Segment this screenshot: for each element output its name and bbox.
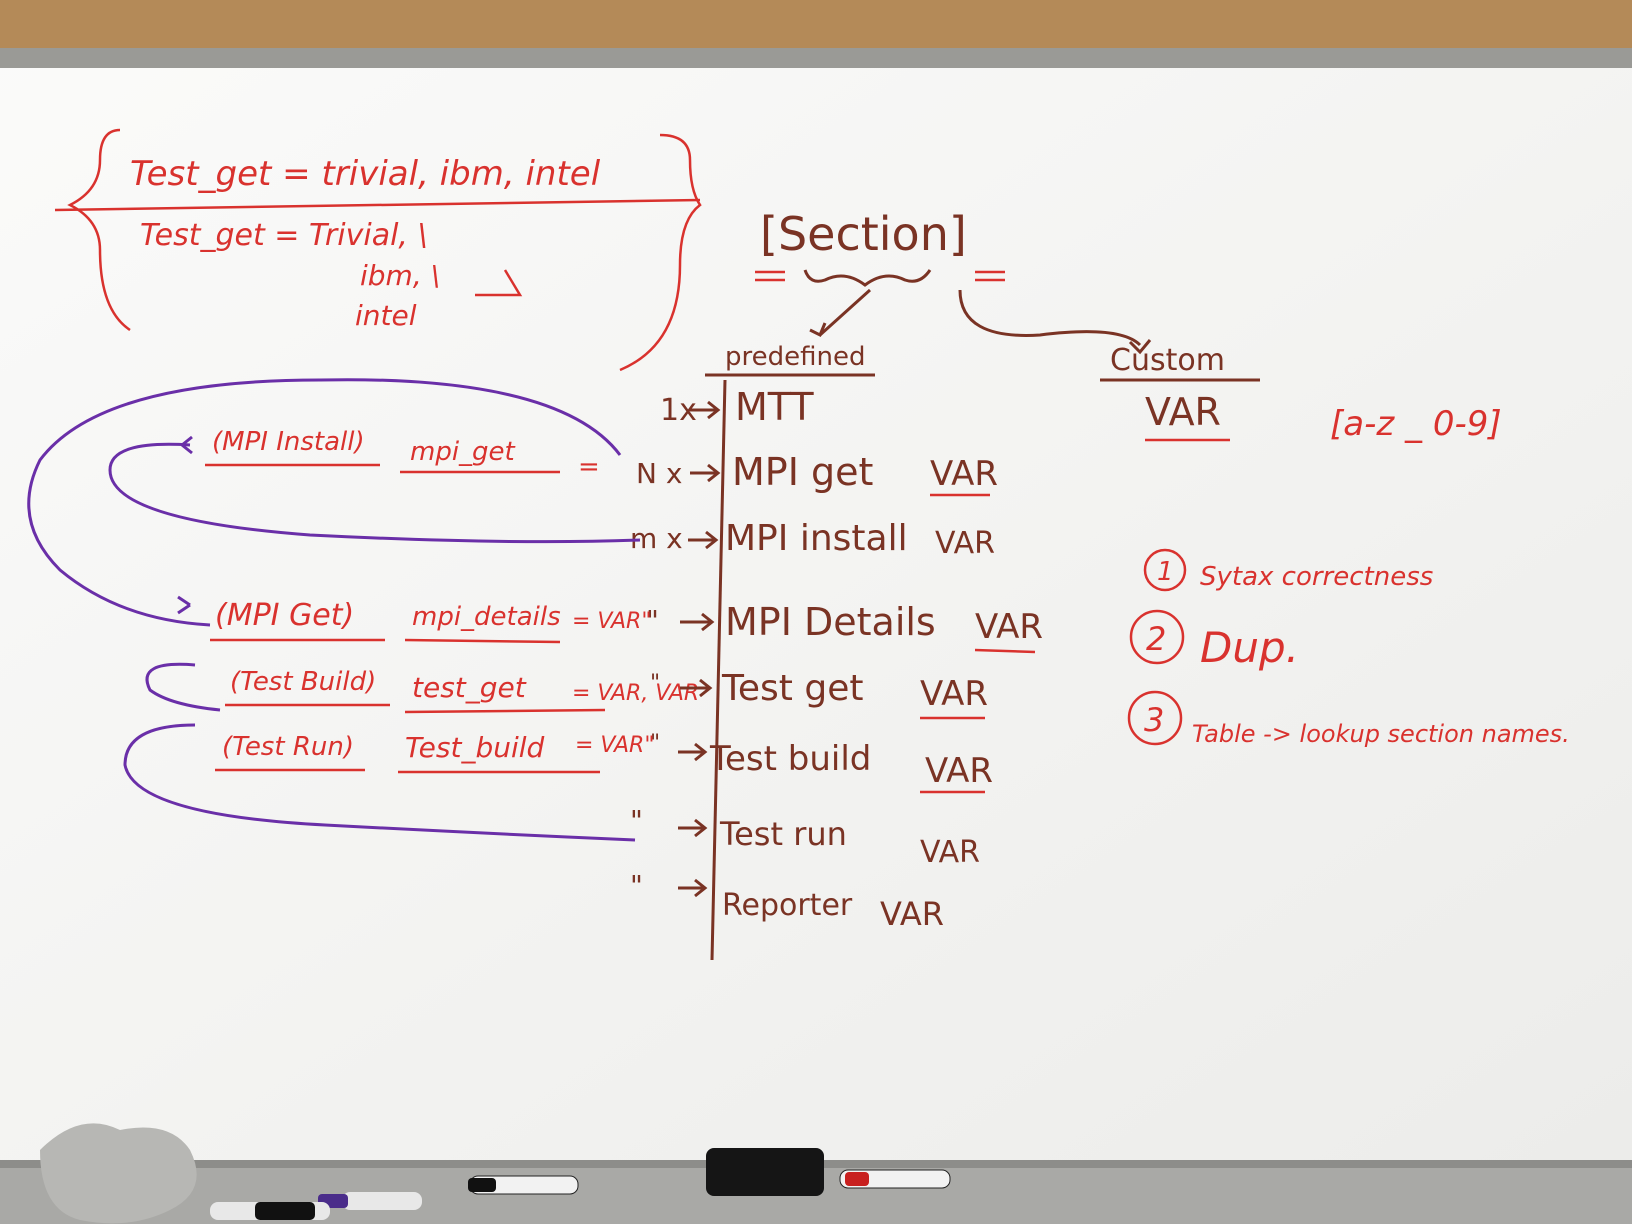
svg-text:MPI get: MPI get bbox=[732, 450, 873, 494]
mapping-list: (MPI Install) mpi_get = (MPI Get) mpi_de… bbox=[205, 427, 699, 774]
arrow-to-predefined bbox=[818, 288, 872, 337]
mapping-row: (MPI Get) mpi_details = VAR" bbox=[210, 598, 651, 644]
top-frame bbox=[0, 48, 1632, 68]
todo-item: 1 Sytax correctness bbox=[1143, 548, 1433, 592]
svg-text:(MPI Install): (MPI Install) bbox=[212, 427, 365, 457]
svg-text:mpi_get: mpi_get bbox=[410, 437, 516, 467]
svg-text:Test_build: Test_build bbox=[405, 731, 545, 764]
mapping-row: (Test Run) Test_build = VAR" bbox=[215, 731, 654, 774]
svg-text:Dup.: Dup. bbox=[1200, 623, 1299, 672]
multiplier-column: 1x N x m x " " " " " bbox=[630, 393, 697, 902]
svg-text:2: 2 bbox=[1146, 620, 1166, 658]
svg-text:(MPI Get): (MPI Get) bbox=[215, 598, 354, 633]
mult-ditto-5: " bbox=[630, 869, 643, 902]
section-row: MPI install VAR bbox=[725, 518, 995, 561]
section-row: Test run VAR bbox=[719, 815, 980, 870]
section-list: MTT MPI get VAR MPI install VAR MPI Deta… bbox=[709, 385, 1043, 933]
mult-ditto-1: " bbox=[646, 604, 659, 637]
top-left-note: Test_get = trivial, ibm, intel Test_get … bbox=[54, 128, 702, 372]
svg-text:Test build: Test build bbox=[709, 739, 871, 779]
purple-marker bbox=[342, 1192, 422, 1210]
svg-text:MTT: MTT bbox=[735, 385, 814, 429]
section-row: MTT bbox=[735, 385, 814, 429]
mult-mx: m x bbox=[630, 522, 683, 555]
section-header: [Section] bbox=[760, 207, 967, 261]
row-arrows bbox=[678, 400, 721, 898]
regex-label: [a-z _ 0-9] bbox=[1330, 404, 1502, 444]
svg-text:VAR: VAR bbox=[925, 751, 993, 791]
svg-text:1: 1 bbox=[1157, 557, 1174, 587]
predefined-spine bbox=[710, 379, 727, 961]
svg-text:Test get: Test get bbox=[721, 668, 863, 709]
svg-text:VAR: VAR bbox=[920, 835, 980, 870]
loop-arrow bbox=[145, 662, 221, 712]
todo-list: 1 Sytax correctness 2 Dup. 3 Table -> lo… bbox=[1127, 548, 1570, 748]
svg-text:(Test Run): (Test Run) bbox=[222, 732, 354, 762]
note-line-2: Test_get = Trivial, \ bbox=[140, 218, 428, 253]
svg-text:3: 3 bbox=[1144, 701, 1164, 739]
svg-text:(Test Build): (Test Build) bbox=[230, 667, 376, 697]
note-line-3: ibm, \ bbox=[360, 259, 440, 292]
svg-text:VAR: VAR bbox=[975, 607, 1043, 647]
mult-ditto-4: " bbox=[630, 804, 643, 837]
svg-text:= VAR": = VAR" bbox=[575, 733, 654, 758]
svg-text:Reporter: Reporter bbox=[722, 888, 853, 923]
svg-text:VAR: VAR bbox=[935, 526, 995, 561]
svg-text:= VAR": = VAR" bbox=[572, 609, 651, 634]
section-row: MPI Details VAR bbox=[725, 600, 1043, 654]
loop-arrow bbox=[123, 723, 636, 842]
svg-text:VAR: VAR bbox=[930, 454, 998, 494]
purple-loops bbox=[27, 378, 641, 842]
todo-item: 2 Dup. bbox=[1129, 609, 1299, 672]
eraser bbox=[706, 1148, 824, 1196]
note-line-4: intel bbox=[355, 299, 417, 332]
predefined-label: predefined bbox=[725, 342, 865, 372]
cloth-rag bbox=[40, 1123, 197, 1224]
custom-var: VAR bbox=[1145, 390, 1221, 434]
note-line-1: Test_get = trivial, ibm, intel bbox=[130, 154, 601, 194]
todo-item: 3 Table -> lookup section names. bbox=[1127, 690, 1570, 748]
section-row: Reporter VAR bbox=[722, 888, 944, 933]
svg-text:= VAR, VAR: = VAR, VAR bbox=[572, 681, 699, 706]
svg-text:Sytax correctness: Sytax correctness bbox=[1200, 562, 1433, 592]
svg-text:MPI install: MPI install bbox=[725, 518, 908, 559]
mult-ditto-3: " bbox=[650, 731, 660, 756]
svg-text:mpi_details: mpi_details bbox=[412, 602, 561, 632]
mapping-row: (MPI Install) mpi_get = bbox=[205, 427, 600, 482]
left-brace bbox=[67, 128, 131, 332]
custom-label: Custom bbox=[1110, 343, 1225, 378]
svg-text:Table -> lookup section names.: Table -> lookup section names. bbox=[1192, 720, 1570, 748]
mult-nx: N x bbox=[636, 457, 682, 490]
svg-text:Test run: Test run bbox=[719, 815, 847, 853]
svg-text:VAR: VAR bbox=[920, 674, 988, 714]
svg-text:VAR: VAR bbox=[880, 895, 944, 933]
svg-text:MPI Details: MPI Details bbox=[725, 600, 936, 644]
loop-arrow bbox=[108, 442, 641, 544]
section-row: Test get VAR bbox=[721, 668, 988, 720]
arrow-to-custom bbox=[958, 289, 1142, 347]
mult-ditto-2: " bbox=[650, 671, 660, 696]
svg-text:test_get: test_get bbox=[412, 671, 527, 704]
loop-arrow bbox=[27, 378, 622, 627]
mapping-row: (Test Build) test_get = VAR, VAR bbox=[225, 667, 699, 714]
section-row: MPI get VAR bbox=[732, 450, 998, 497]
svg-text:=: = bbox=[578, 452, 600, 482]
section-diagram: [Section] predefined Custom VAR [a-z _ 0… bbox=[705, 207, 1502, 961]
right-brace bbox=[619, 133, 702, 372]
section-row: Test build VAR bbox=[709, 739, 993, 794]
cork-strip bbox=[0, 0, 1632, 48]
